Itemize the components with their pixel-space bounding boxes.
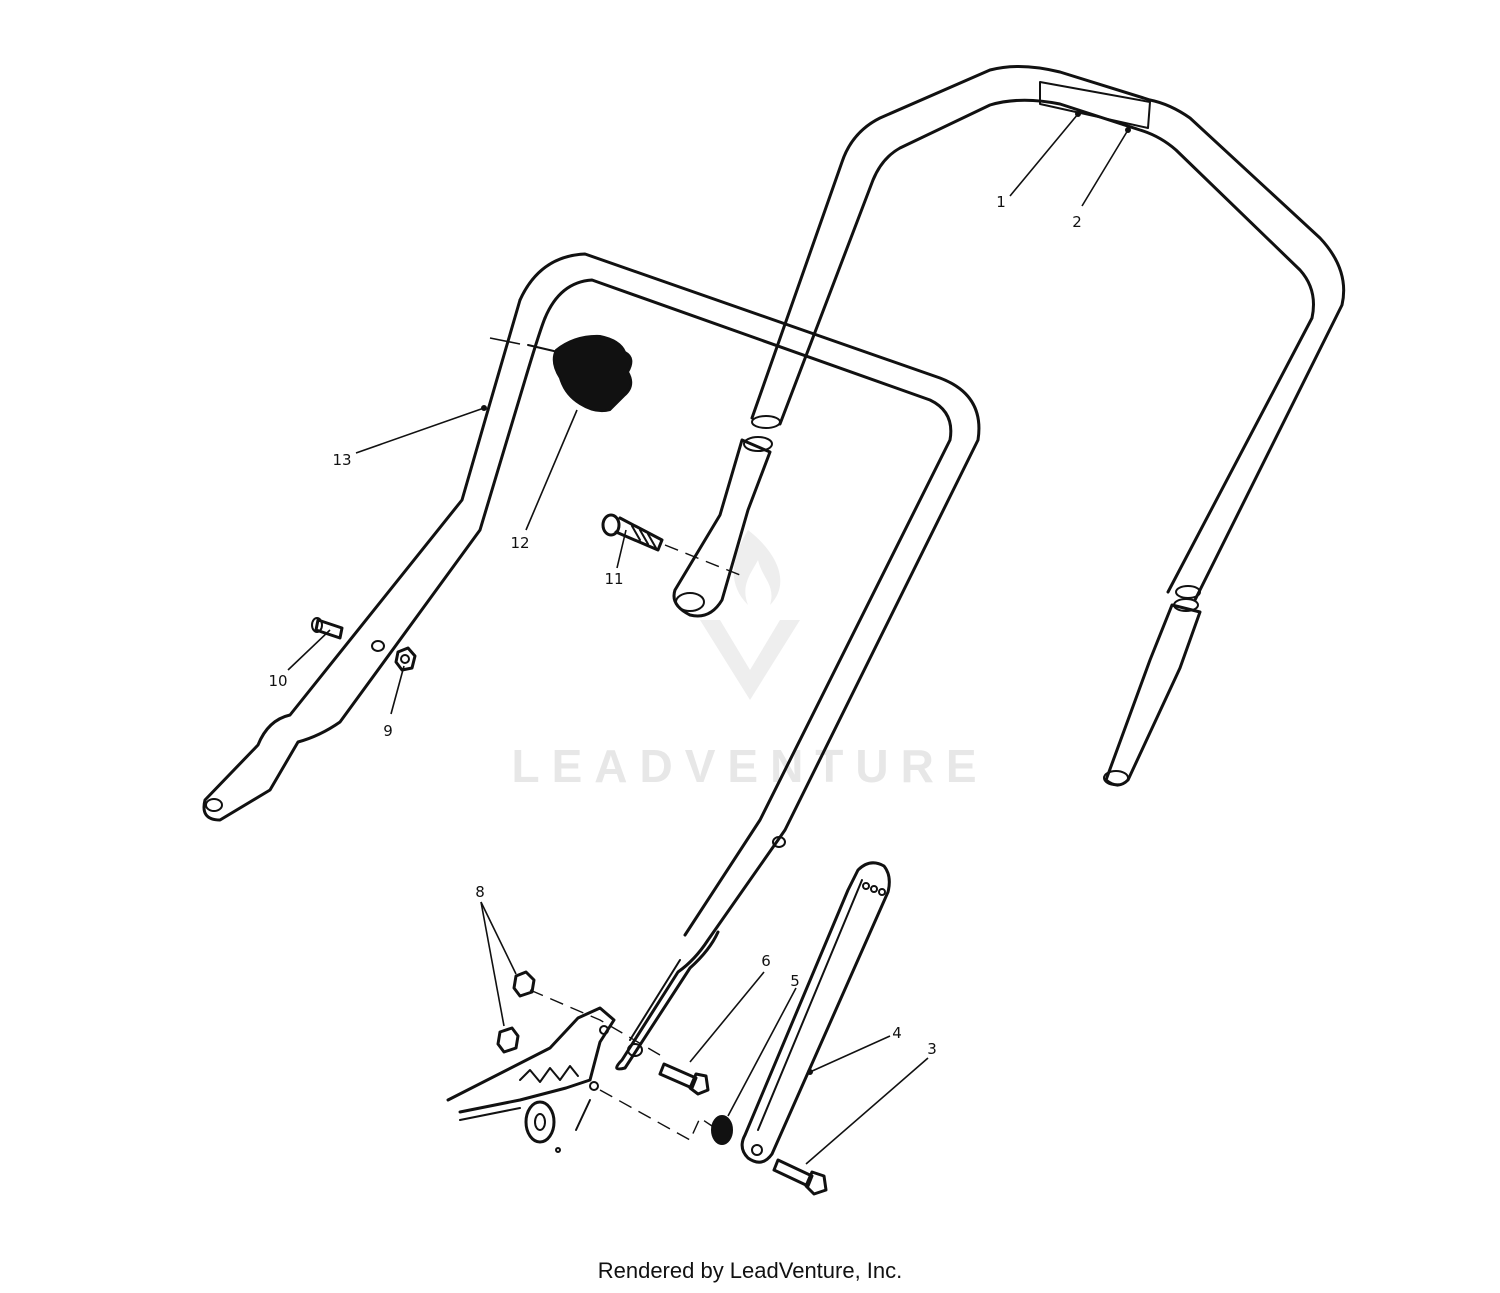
- bolt-part-11: [601, 513, 741, 576]
- callout-13: 13: [332, 451, 351, 469]
- callout-5: 5: [790, 972, 800, 990]
- callout-3: 3: [927, 1040, 937, 1058]
- callout-9: 9: [383, 722, 393, 740]
- lower-handle: [202, 252, 981, 1071]
- leader-lines: [287, 111, 1131, 1165]
- callout-8: 8: [475, 883, 485, 901]
- callouts: 1 2 13 12 11 10 9 8 6 5 4 3: [268, 193, 1081, 1058]
- callout-12: 12: [510, 534, 529, 552]
- callout-10: 10: [268, 672, 287, 690]
- watermark-flame-icon: [733, 530, 781, 605]
- nuts-part-8: [496, 970, 536, 1054]
- leadventure-watermark: LEADVENTURE: [511, 530, 988, 792]
- callout-11: 11: [604, 570, 623, 588]
- callout-2: 2: [1072, 213, 1082, 231]
- upper-handle: [672, 64, 1346, 787]
- bolt-part-6: [529, 989, 710, 1096]
- nut-part-9: [394, 646, 417, 672]
- callout-6: 6: [761, 952, 771, 970]
- watermark-text: LEADVENTURE: [511, 740, 988, 792]
- washer-part-5: [599, 1089, 733, 1145]
- footer-credit: Rendered by LeadVenture, Inc.: [597, 1258, 903, 1283]
- callout-1: 1: [996, 193, 1006, 211]
- deck-bracket: [446, 1006, 616, 1153]
- callout-4: 4: [892, 1024, 902, 1042]
- bolt-part-3: [772, 1158, 828, 1196]
- watermark-logo-icon: [700, 620, 800, 700]
- knob-part: [489, 334, 633, 413]
- pin-part-10: [311, 617, 344, 640]
- bracket-part-4: [740, 861, 891, 1164]
